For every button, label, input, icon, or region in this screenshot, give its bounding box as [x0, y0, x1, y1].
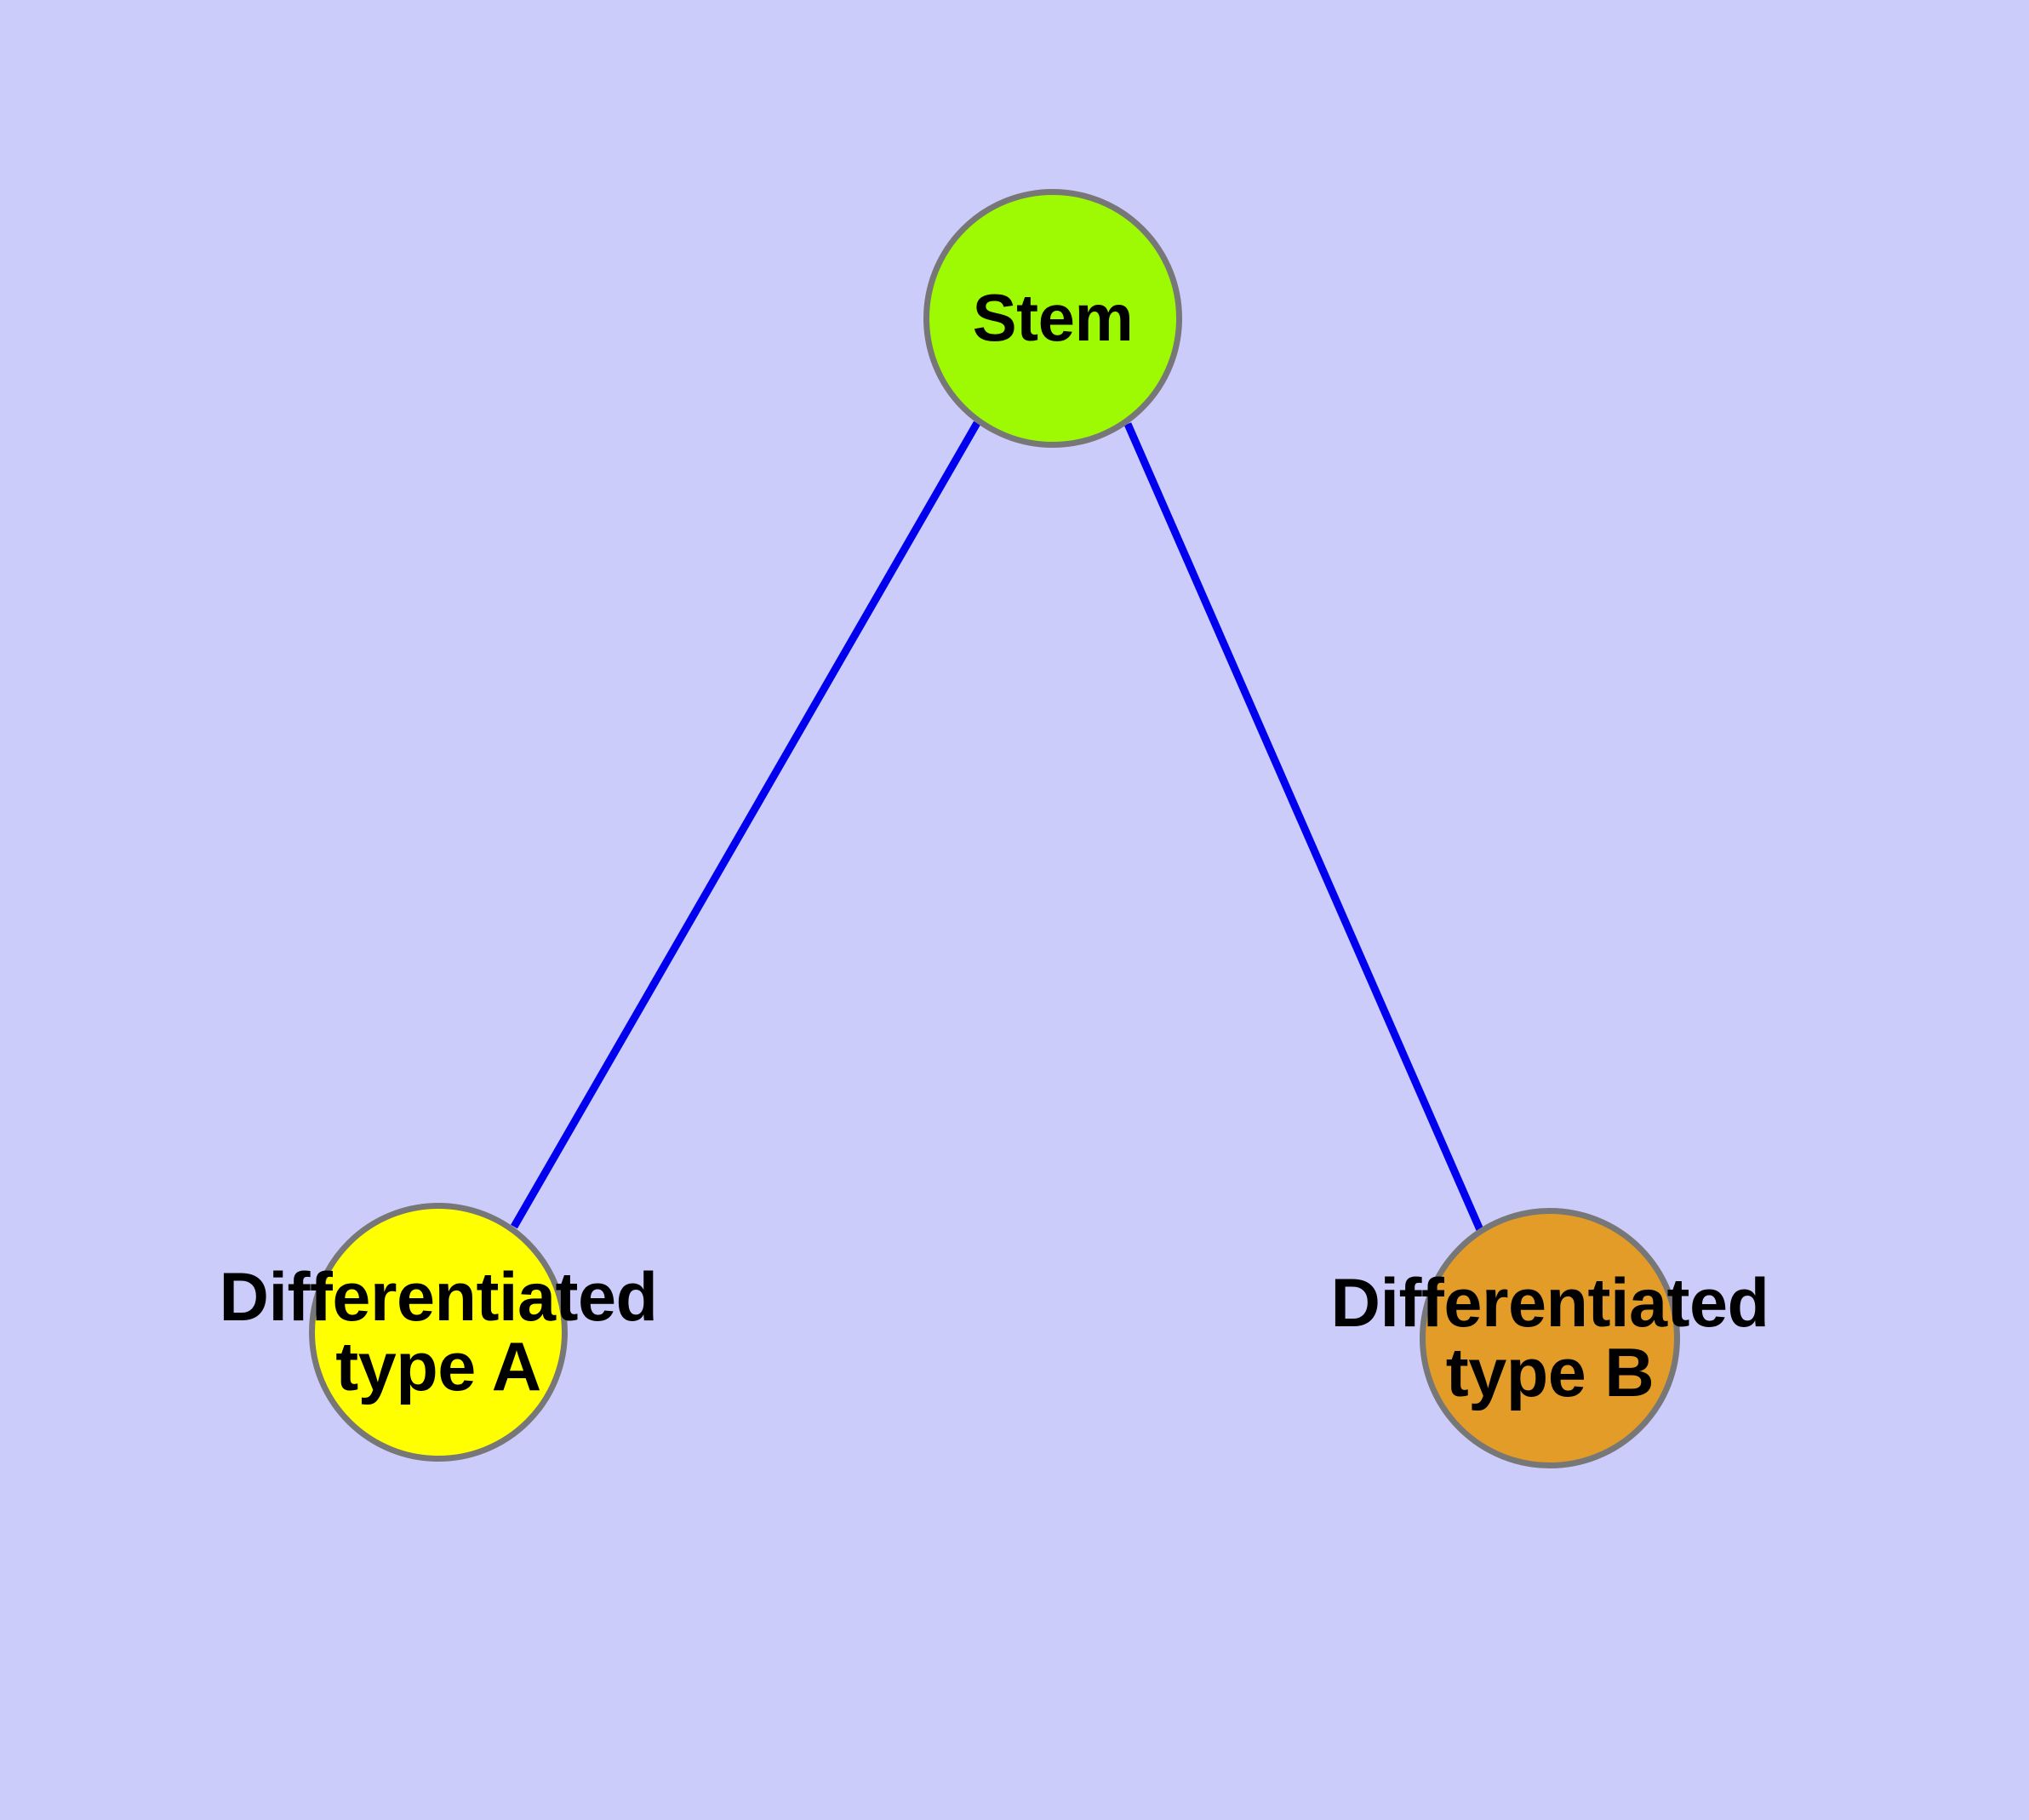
node-stem[interactable]: [923, 189, 1182, 448]
edge-stem-to-diff-a: [511, 421, 980, 1229]
node-differentiated-type-b[interactable]: [1420, 1208, 1680, 1468]
edge-stem-to-diff-b: [1123, 422, 1485, 1233]
node-differentiated-type-a[interactable]: [309, 1203, 568, 1462]
